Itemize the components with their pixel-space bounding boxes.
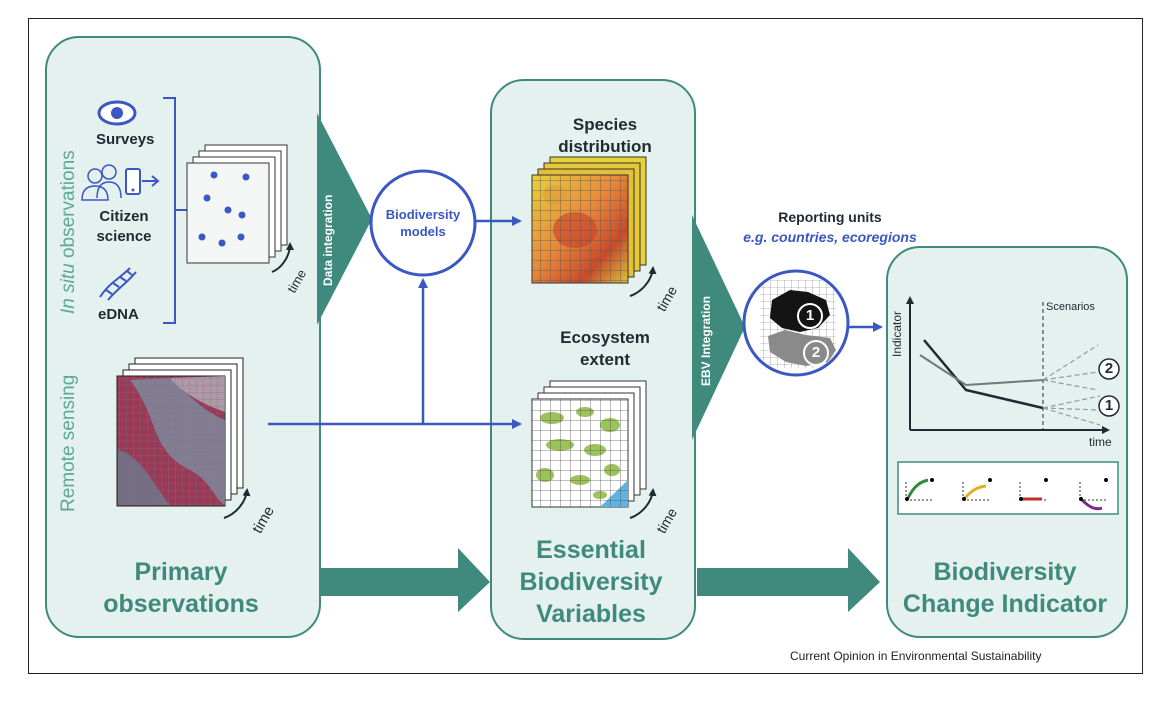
citizen-line-1: Citizen <box>99 208 149 225</box>
trend-moderate-icon <box>962 478 992 501</box>
remote-sensing-label: Remote sensing <box>58 374 79 512</box>
in-situ-rest: observations <box>58 150 79 264</box>
scenario-2-label: 2 <box>1104 360 1114 377</box>
reporting-line-2: e.g. countries, ecoregions <box>743 229 917 245</box>
in-situ-data-stack <box>186 144 288 264</box>
indicator-y-axis-label: Indicator <box>890 310 904 357</box>
indicator-x-axis-label: time <box>1089 435 1112 449</box>
trend-stable-icon <box>1019 478 1048 501</box>
ebv-title-line-3: Variables <box>536 600 646 628</box>
scenario-1-marker <box>1098 395 1120 417</box>
ebv-integration-label: EBV Integration <box>699 295 713 386</box>
scenario-2-marker <box>1098 358 1120 380</box>
trend-increase-icon <box>905 478 934 501</box>
ecosystem-extent-stack <box>531 380 647 508</box>
eye-icon <box>97 100 137 126</box>
time-arrow-insitu <box>271 242 294 273</box>
data-integration-label: Data integration <box>321 194 335 286</box>
indicator-title-line-2: Change Indicator <box>902 590 1108 618</box>
scenario-1-label: 1 <box>1104 397 1114 414</box>
in-situ-label: In situ observations <box>58 150 80 314</box>
indicator-chart <box>906 296 1120 434</box>
biodiversity-models-circle <box>369 169 477 277</box>
dna-icon <box>99 267 137 301</box>
figure-border <box>28 18 1143 674</box>
ebv-title: Essential Biodiversity Variables <box>490 534 692 630</box>
in-situ-emphasis: In situ <box>58 263 79 314</box>
ecosystem-line-2: extent <box>579 350 631 369</box>
species-distribution-stack <box>531 156 647 284</box>
reporting-units-map <box>742 269 850 377</box>
trend-decrease-icon <box>1079 478 1108 511</box>
primary-observations-title: Primary observations <box>45 556 317 620</box>
species-line-1: Species <box>572 115 638 134</box>
models-line-2: models <box>400 224 446 239</box>
ebv-integration-arrow <box>692 215 745 440</box>
time-arrow-ecosystem <box>629 488 657 519</box>
reporting-line-1: Reporting units <box>778 209 882 225</box>
edna-label: eDNA <box>98 306 139 323</box>
species-distribution-label: Species distribution <box>540 114 670 158</box>
trend-icons <box>897 461 1119 515</box>
citizen-science-label: Citizen science <box>88 207 160 247</box>
ebv-title-line-2: Biodiversity <box>519 568 663 596</box>
indicator-line-1 <box>923 339 1044 410</box>
journal-credit: Current Opinion in Environmental Sustain… <box>790 649 1042 663</box>
remote-sensing-stack <box>116 357 244 507</box>
models-line-1: Biodiversity <box>385 207 461 222</box>
indicator-title: Biodiversity Change Indicator <box>886 556 1124 620</box>
ecosystem-extent-label: Ecosystem extent <box>540 327 670 371</box>
reporting-units-label: Reporting units e.g. countries, ecoregio… <box>705 207 955 247</box>
people-icon <box>81 164 122 201</box>
time-arrow-species <box>629 266 657 297</box>
biodiversity-models-label: Biodiversity models <box>371 206 475 240</box>
reporting-unit-2-badge: 2 <box>803 340 829 366</box>
citizen-line-2: science <box>96 228 152 245</box>
primary-title-line-2: observations <box>103 590 259 618</box>
ebv-to-indicator-arrow <box>697 548 880 612</box>
surveys-label: Surveys <box>96 131 155 148</box>
in-situ-bracket <box>163 97 176 324</box>
species-line-2: distribution <box>558 137 652 156</box>
indicator-title-line-1: Biodiversity <box>933 558 1077 586</box>
data-integration-arrow <box>317 113 372 325</box>
ebv-title-line-1: Essential <box>536 536 646 564</box>
time-arrow-remote <box>223 488 251 519</box>
primary-title-line-1: Primary <box>134 558 228 586</box>
primary-observations-panel <box>45 36 321 638</box>
primary-to-ebv-arrow <box>320 548 490 612</box>
indicator-panel <box>886 246 1128 638</box>
scenarios-label: Scenarios <box>1046 301 1095 313</box>
indicator-line-2 <box>919 354 1044 387</box>
phone-icon <box>125 168 160 195</box>
reporting-unit-1-badge: 1 <box>797 303 823 329</box>
ecosystem-line-1: Ecosystem <box>560 328 650 347</box>
